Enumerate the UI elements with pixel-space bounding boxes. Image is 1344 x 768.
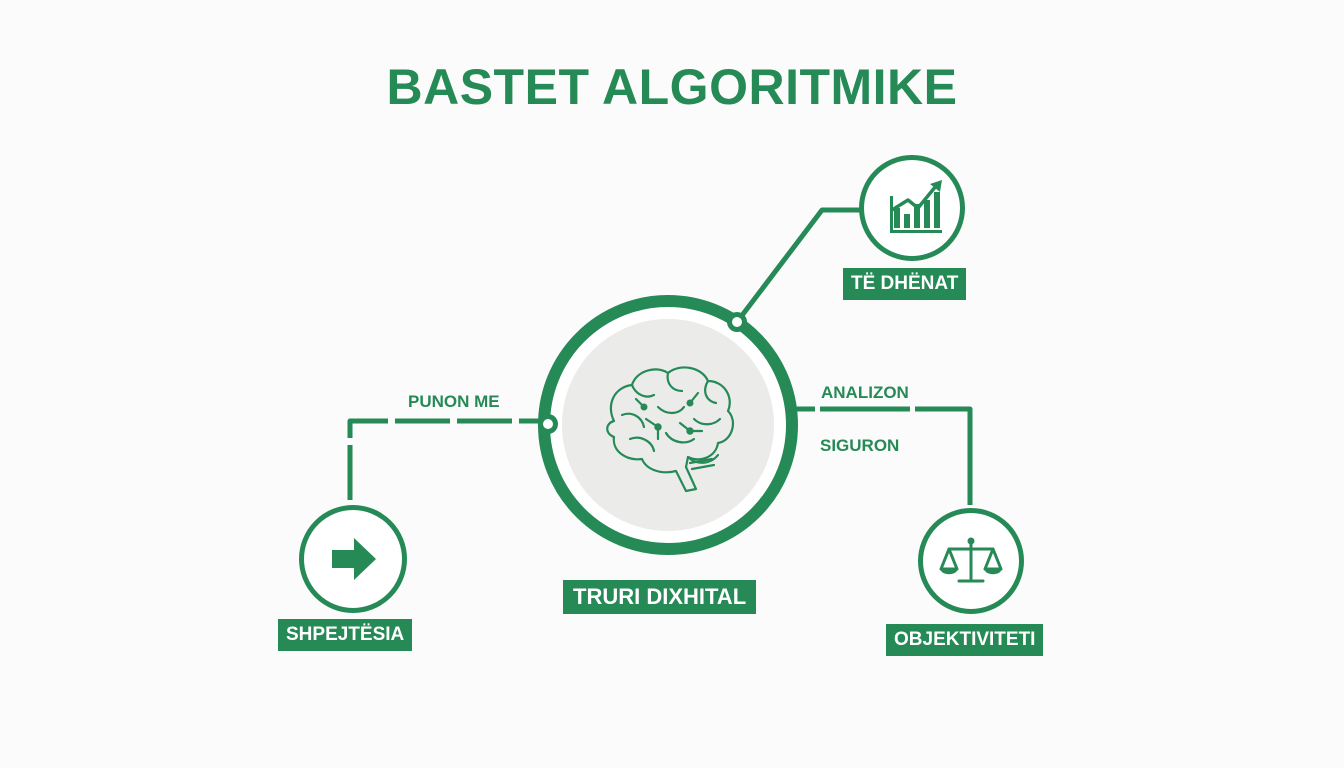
edge-label-ensures: SIGURON — [820, 436, 900, 455]
edge-label-works-with: PUNON ME — [408, 392, 500, 411]
bar-chart-growth-icon — [890, 180, 942, 233]
connector-speed — [347, 418, 548, 500]
edge-label-analyzes: ANALIZON — [821, 383, 909, 402]
arrow-right-icon — [332, 538, 376, 580]
dot-speed-inner — [543, 419, 553, 429]
node-speed-label: SHPEJTËSIA — [278, 619, 413, 651]
dot-data-inner — [732, 317, 742, 327]
node-data — [859, 155, 965, 261]
brain-icon — [606, 366, 735, 493]
center-node-fill — [562, 319, 774, 531]
connector-objectivity — [790, 406, 973, 505]
node-speed — [299, 505, 407, 613]
center-label: TRURI DIXHITAL — [563, 580, 757, 614]
scales-icon — [939, 537, 1003, 583]
connector-data — [735, 207, 862, 324]
node-data-label: TË DHËNAT — [843, 268, 967, 300]
page-title: BASTET ALGORITMIKE — [386, 59, 958, 115]
node-objectivity-label: OBJEKTIVITETI — [886, 624, 1044, 656]
node-objectivity — [918, 508, 1024, 614]
